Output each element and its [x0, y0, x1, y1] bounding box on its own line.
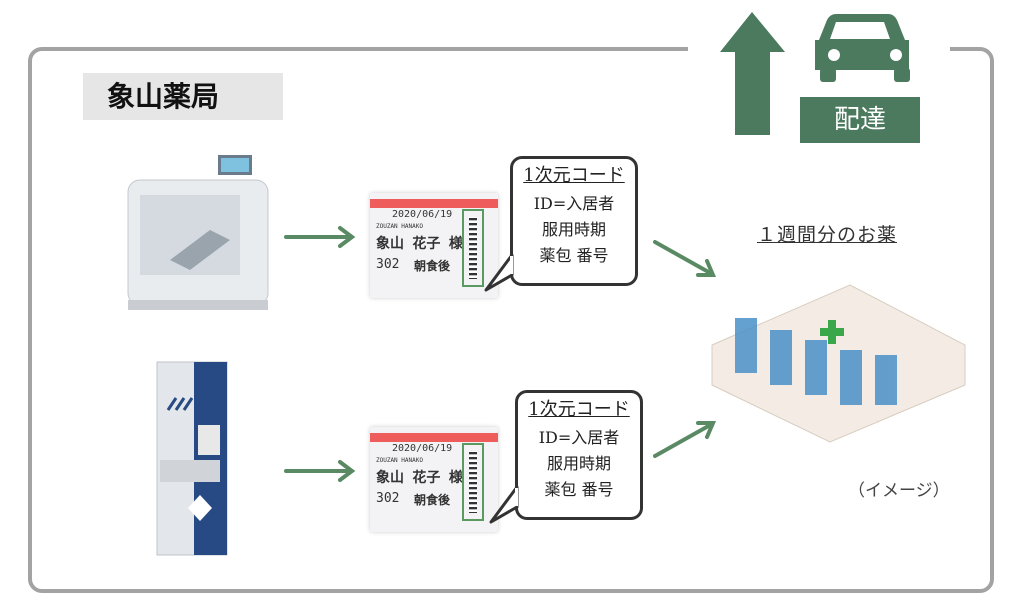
barcode-callout-top: 1次元コード ID=入居者 服用時期 薬包 番号	[510, 156, 638, 286]
barcode	[462, 209, 484, 287]
weekly-medicine-label: １週間分のお薬	[757, 224, 898, 246]
label-patient-name: 象山 花子 様	[376, 236, 463, 252]
arrow-right-bottom	[284, 460, 356, 482]
medicine-pouch-label-bottom: 2020/06/19 ZOUZAN HANAKO 象山 花子 様 302 朝食後	[370, 427, 498, 532]
barcode	[462, 443, 484, 521]
label-patient-name: 象山 花子 様	[376, 470, 463, 486]
callout-line: 薬包 番号	[539, 246, 609, 265]
packaging-machine-image	[127, 155, 269, 310]
medicine-tray-image	[711, 284, 966, 443]
label-timing: 朝食後	[414, 493, 451, 507]
label-date: 2020/06/19	[392, 443, 453, 454]
callout-line: ID=入居者	[533, 194, 615, 213]
label-date: 2020/06/19	[392, 209, 453, 220]
label-romaji: ZOUZAN HANAKO	[376, 223, 423, 230]
image-note: （イメージ）	[848, 481, 950, 501]
pharmacy-frame	[28, 47, 994, 593]
callout-line: 服用時期	[546, 454, 611, 473]
label-room: 302	[376, 257, 400, 272]
callout-line: 薬包 番号	[544, 480, 614, 499]
delivery-label: 配達	[800, 97, 920, 143]
dispensing-cabinet-image	[156, 361, 228, 556]
label-timing: 朝食後	[414, 259, 451, 273]
callout-heading: 1次元コード	[528, 399, 630, 420]
arrow-diag-up	[653, 421, 717, 458]
callout-heading: 1次元コード	[523, 165, 625, 186]
label-room: 302	[376, 491, 400, 506]
barcode-callout-bottom: 1次元コード ID=入居者 服用時期 薬包 番号	[515, 390, 643, 520]
callout-line: ID=入居者	[538, 428, 620, 447]
car-icon	[815, 14, 910, 82]
pharmacy-title: 象山薬局	[83, 73, 283, 120]
up-arrow-icon	[720, 12, 785, 135]
medicine-pouch-label-top: 2020/06/19 ZOUZAN HANAKO 象山 花子 様 302 朝食後	[370, 193, 498, 298]
arrow-right-top	[284, 226, 356, 248]
arrow-diag-down	[653, 240, 717, 277]
callout-line: 服用時期	[541, 220, 606, 239]
label-romaji: ZOUZAN HANAKO	[376, 457, 423, 464]
